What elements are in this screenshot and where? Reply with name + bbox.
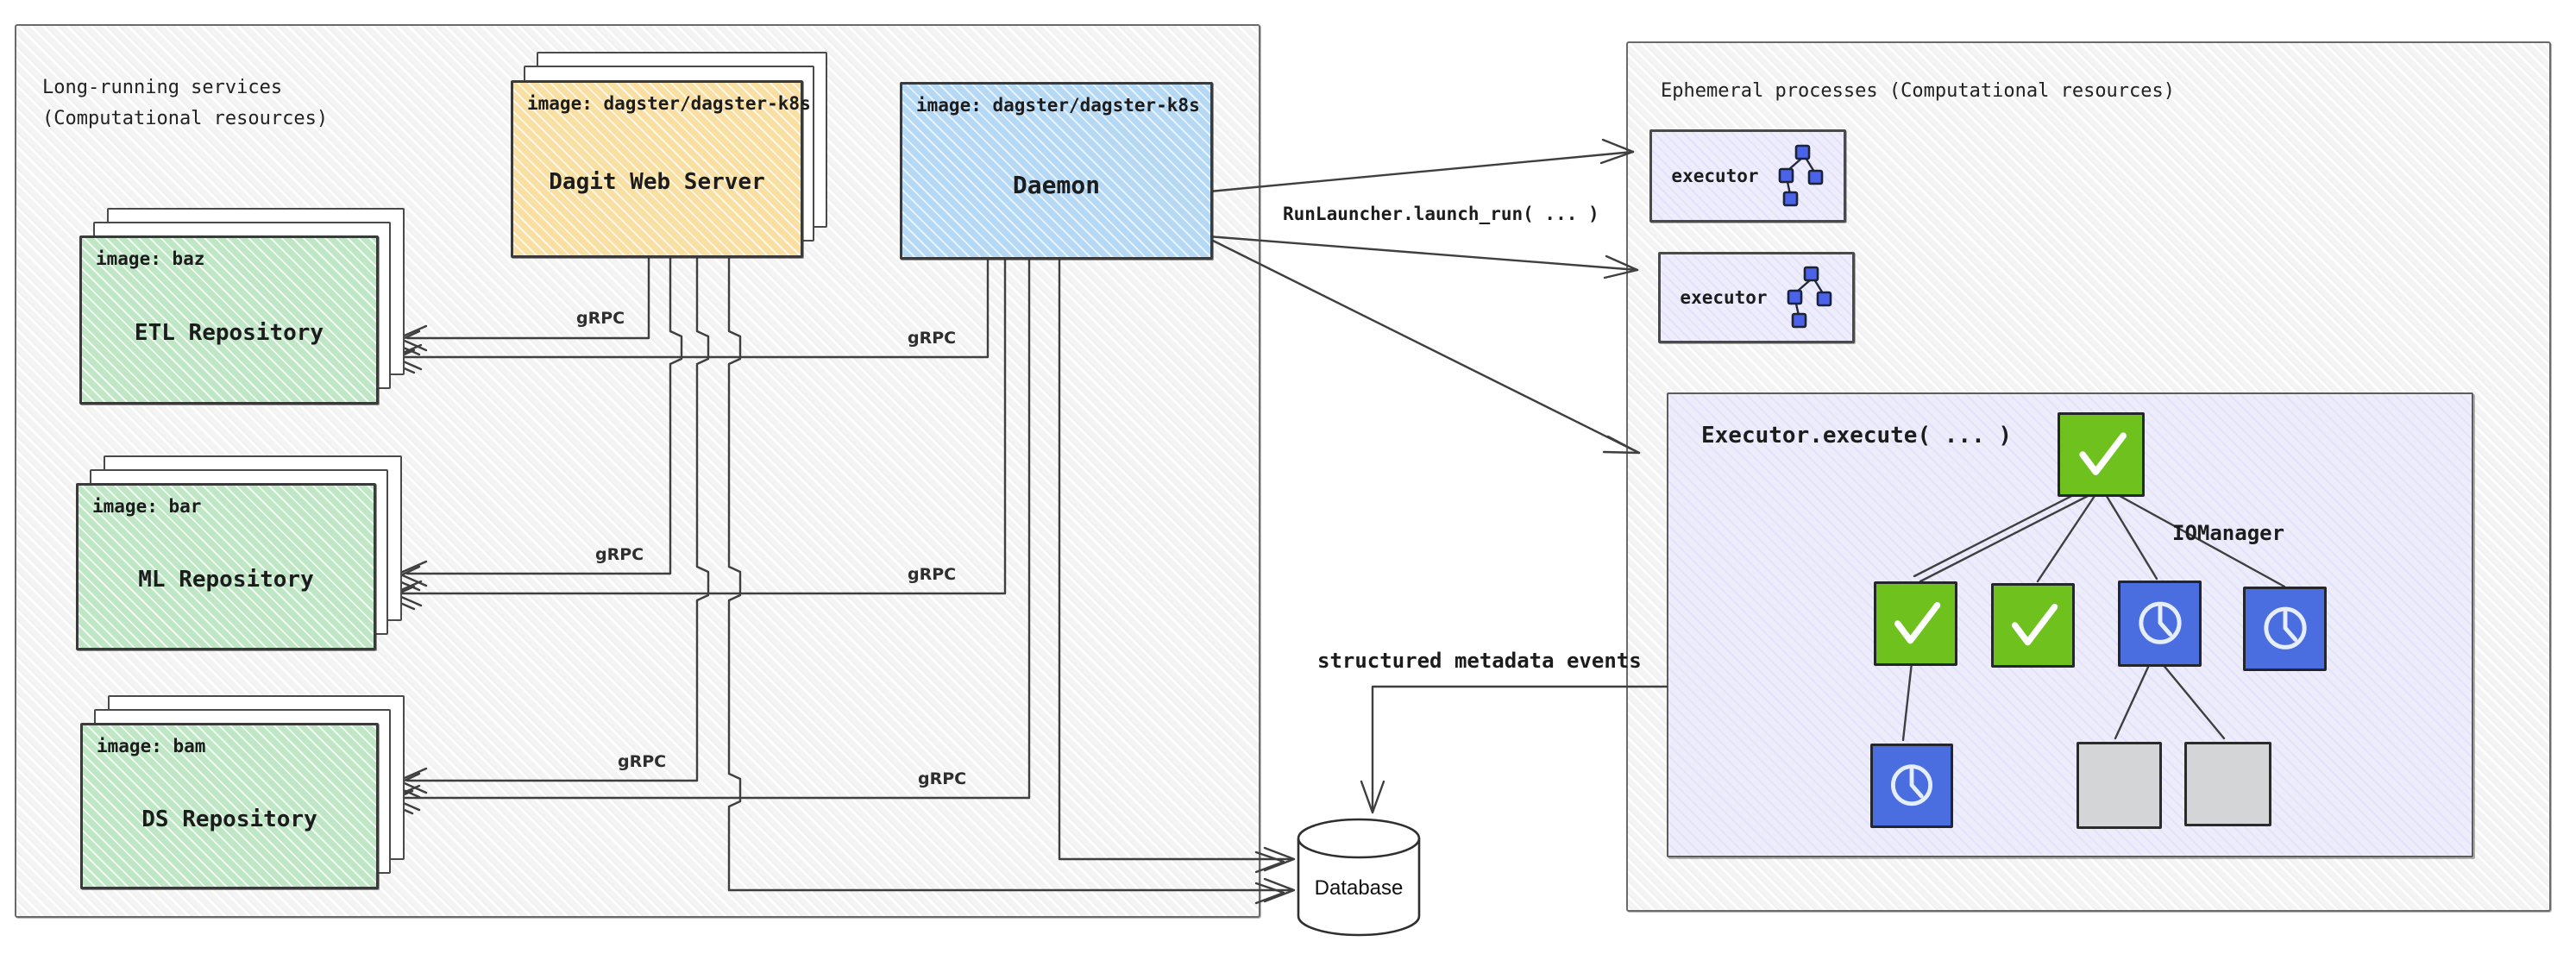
wire-daemon-ds bbox=[399, 253, 1031, 800]
executor-label: executor bbox=[1671, 166, 1759, 186]
grpc-label: gRPC bbox=[918, 769, 967, 788]
structured-metadata-label: structured metadata events bbox=[1317, 649, 1642, 673]
daemon-title: Daemon bbox=[1012, 171, 1101, 199]
run-launcher-label: RunLauncher.launch_run( ... ) bbox=[1283, 204, 1599, 224]
executor-execute-title: Executor.execute( ... ) bbox=[1701, 423, 2013, 449]
step-node-pending[interactable] bbox=[2077, 742, 2162, 829]
check-icon bbox=[2011, 603, 2058, 646]
daemon-image-label: image: dagster/dagster-k8s bbox=[916, 95, 1200, 116]
check-icon bbox=[1894, 601, 1940, 644]
grpc-label: gRPC bbox=[595, 545, 644, 564]
clock-icon bbox=[1891, 764, 1932, 807]
database-cylinder bbox=[1297, 818, 1421, 937]
step-node-running[interactable] bbox=[2243, 587, 2327, 671]
ml-title: ML Repository bbox=[138, 567, 314, 593]
wire-daemon-executor-panel bbox=[1206, 236, 1641, 455]
step-node-running[interactable] bbox=[1870, 744, 1953, 828]
database-label: Database bbox=[1314, 876, 1404, 900]
etl-title: ETL Repository bbox=[134, 320, 324, 346]
dag-icon bbox=[1787, 266, 1831, 329]
wire-daemon-ml bbox=[399, 253, 1007, 595]
executor-label: executor bbox=[1680, 287, 1768, 308]
step-node-success[interactable] bbox=[1991, 583, 2075, 668]
dagit-image-label: image: dagster/dagster-k8s bbox=[527, 93, 811, 114]
ds-image-label: image: bam bbox=[97, 736, 206, 756]
wire-metadata-db bbox=[1371, 685, 1668, 811]
grpc-label: gRPC bbox=[576, 309, 625, 328]
check-icon bbox=[2078, 432, 2127, 475]
clock-icon bbox=[2263, 606, 2307, 650]
etl-repository-box[interactable]: image: baz ETL Repository bbox=[79, 235, 379, 405]
grpc-label: gRPC bbox=[908, 565, 957, 584]
wire-dagit-ds bbox=[405, 251, 710, 782]
iomanager-label: IOManager bbox=[2172, 521, 2285, 545]
ml-repository-box[interactable]: image: bar ML Repository bbox=[76, 483, 376, 650]
etl-image-label: image: baz bbox=[96, 248, 205, 269]
grpc-label: gRPC bbox=[908, 329, 957, 348]
wire-daemon-db bbox=[1058, 253, 1293, 861]
dagit-title: Dagit Web Server bbox=[549, 169, 765, 195]
step-node-success[interactable] bbox=[2058, 412, 2145, 497]
ds-repository-box[interactable]: image: bam DS Repository bbox=[80, 723, 379, 889]
wire-dagit-ml bbox=[405, 251, 683, 575]
executor-box-1[interactable]: executor bbox=[1649, 129, 1846, 223]
long-running-panel-label: Long-running services (Computational res… bbox=[42, 77, 329, 129]
ml-image-label: image: bar bbox=[92, 496, 202, 517]
daemon-box[interactable]: image: dagster/dagster-k8s Daemon bbox=[900, 82, 1213, 260]
executor-box-2[interactable]: executor bbox=[1658, 252, 1855, 343]
clock-icon bbox=[2138, 601, 2182, 644]
step-node-running[interactable] bbox=[2118, 581, 2202, 667]
wire-dagit-db bbox=[727, 251, 1293, 892]
step-node-pending[interactable] bbox=[2184, 742, 2271, 826]
dagit-web-server-box[interactable]: image: dagster/dagster-k8s Dagit Web Ser… bbox=[511, 80, 811, 258]
ds-title: DS Repository bbox=[141, 806, 317, 832]
wire-daemon-executor1 bbox=[1208, 150, 1635, 193]
dag-icon bbox=[1778, 144, 1823, 207]
ephemeral-panel-label: Ephemeral processes (Computational resou… bbox=[1661, 80, 2176, 102]
wire-dagit-etl bbox=[405, 251, 650, 340]
wire-daemon-etl bbox=[399, 253, 990, 359]
step-node-success[interactable] bbox=[1874, 581, 1957, 666]
wire-daemon-executor2 bbox=[1206, 235, 1639, 272]
grpc-label: gRPC bbox=[618, 752, 667, 771]
